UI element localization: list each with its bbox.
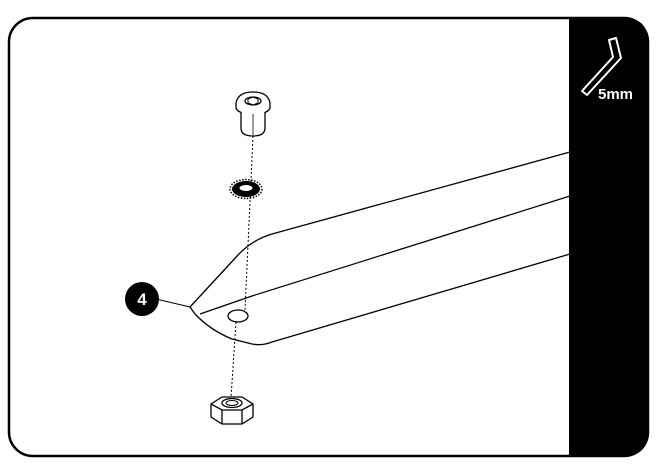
assembly-axis-upper [244,135,254,311]
assembly-axis-lower [230,321,237,399]
nut-icon [210,396,254,425]
stay-bar [189,151,571,346]
bolt-icon [235,91,271,137]
callout-leader-line [155,298,191,308]
stay-bar-inner-edge [199,195,571,315]
callout-step-number: 4 [137,290,147,309]
frame-border [7,16,650,458]
mounting-hole [227,309,249,323]
stay-bar-top-edge [189,151,571,308]
tool-sidebar [570,18,648,456]
stay-bar-tip [189,306,253,345]
washer-icon [229,178,263,200]
callout-badge [125,282,159,316]
stay-bar-bottom-edge [251,253,571,346]
diagram-frame [7,16,650,458]
hex-key-icon [581,37,622,96]
tool-size-label: 5mm [598,86,633,103]
